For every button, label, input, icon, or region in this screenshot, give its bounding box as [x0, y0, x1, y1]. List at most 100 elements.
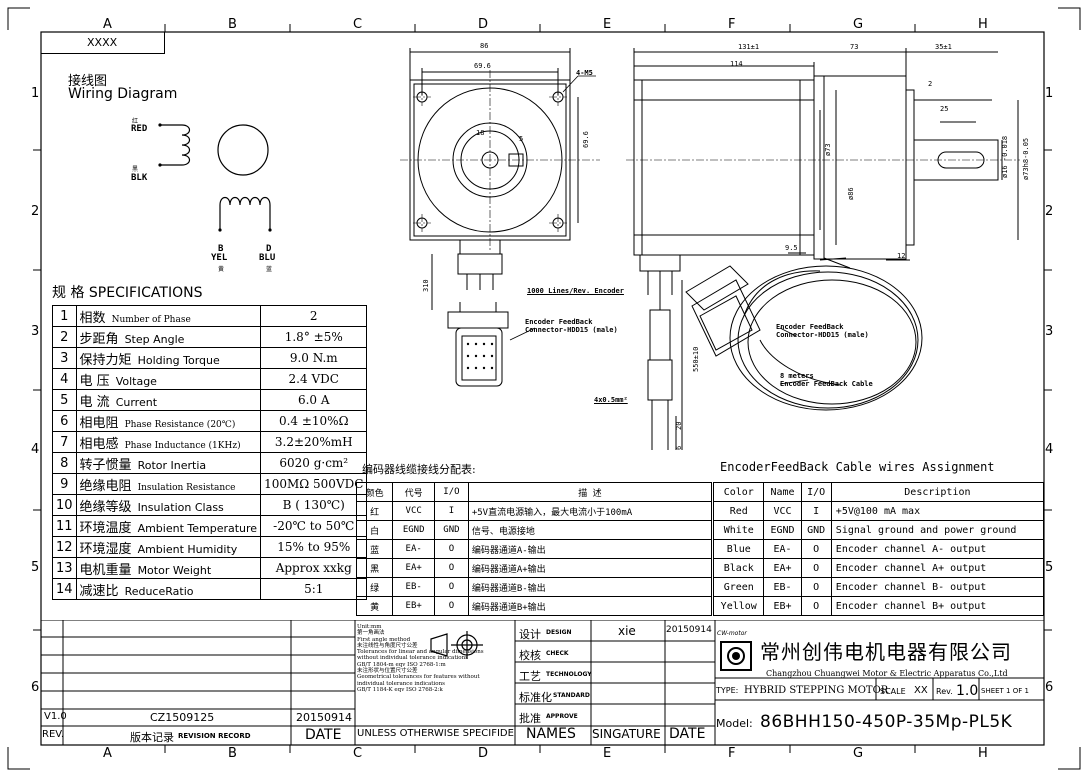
enc_en-cell: O — [800, 558, 832, 578]
footer-names: NAMES — [526, 726, 576, 742]
enc_cn-cell: VCC — [392, 501, 436, 521]
dim-25: 25 — [940, 105, 949, 113]
spec-label-cn: 相电感 — [79, 436, 119, 452]
zone-number: 1 — [31, 86, 40, 101]
zone-letter: A — [103, 746, 112, 761]
company-logo-text: CW-motor — [717, 630, 747, 637]
spec-label-cn: 步距角 — [79, 331, 119, 347]
zone-letter: F — [728, 746, 736, 761]
zone-letter: E — [603, 746, 612, 761]
enc_en-cell: Encoder channel A- output — [830, 539, 1045, 559]
enc_cn-cell: GND — [434, 520, 469, 540]
wire-blu: BLU — [259, 253, 276, 263]
spec-number: 7 — [52, 431, 77, 453]
enc_en-cell: EB- — [763, 577, 802, 597]
type-label: TYPE: — [716, 686, 739, 695]
spec-label-cn: 电 流 — [79, 394, 110, 410]
spec-label-en: Ambient Humidity — [137, 542, 238, 556]
zone-letter: F — [728, 17, 736, 32]
zone-number: 6 — [1045, 680, 1054, 695]
spec-label: 相电感 Phase Inductance (1KHz) — [75, 431, 262, 453]
note-line: GB/T 1184-K eqv ISO 2768-2:k — [357, 686, 443, 693]
dim-131: 131±1 — [738, 43, 760, 51]
spec-value: 1.8° ±5% — [260, 326, 368, 348]
enc_en-cell: Encoder channel B+ output — [830, 596, 1045, 616]
enc_cn-header-cell: 代号 — [392, 482, 436, 502]
enc_cn-cell: 红 — [355, 501, 394, 521]
enc_en-cell: EA- — [763, 539, 802, 559]
spec-label-en: ReduceRatio — [124, 584, 194, 598]
wire-blu-cn: 蓝 — [266, 266, 273, 273]
model-value: 86BHH150-450P-35Mp-PL5K — [760, 712, 1013, 732]
dim-o73h8: ø73h8-0.05 — [1022, 137, 1030, 180]
note-line: Unit:mm — [357, 624, 382, 630]
enc_en-cell: O — [800, 577, 832, 597]
enc_cn-cell: 编码器通道B+输出 — [467, 596, 713, 616]
approval-en: STANDARD — [553, 692, 590, 699]
footer-date: DATE — [669, 726, 706, 742]
rev-version: V1.0 — [44, 711, 67, 722]
enc_cn-cell: O — [434, 539, 469, 559]
enc_en-cell: Encoder channel B- output — [830, 577, 1045, 597]
spec-value: 2 — [260, 305, 368, 327]
callout-encoder-lines: 1000 Lines/Rev. Encoder — [527, 287, 624, 295]
wiring-diagram — [158, 123, 272, 232]
rev-label-company: Rev. — [936, 687, 953, 696]
zone-letter: H — [978, 746, 988, 761]
enc_cn-cell: 蓝 — [355, 539, 394, 559]
enc_en-cell: White — [712, 520, 765, 540]
spec-label-cn: 环境温度 — [79, 520, 132, 536]
enc_en-header-cell: Color — [712, 482, 765, 502]
dim-o16: ø16 -0.018 — [1001, 135, 1009, 178]
dim-o86: ø86 — [847, 187, 855, 200]
spec-value: -20℃ to 50℃ — [260, 515, 368, 537]
approval-cn: 设计 — [519, 628, 541, 641]
enc_en-cell: Encoder channel A+ output — [830, 558, 1045, 578]
spec-number: 12 — [52, 536, 77, 558]
spec-number: 9 — [52, 473, 77, 495]
wire-red: RED — [131, 124, 148, 134]
spec-label-cn: 电 压 — [79, 373, 110, 389]
spec-number: 2 — [52, 326, 77, 348]
zone-letter: E — [603, 17, 612, 32]
spec-value: 6020 g·cm² — [260, 452, 368, 474]
spec-label-en: Phase Inductance (1KHz) — [124, 440, 241, 451]
footer-signature: SINGATURE — [592, 727, 661, 741]
approval-name: xie — [618, 624, 636, 638]
spec-label-cn: 绝缘等级 — [79, 499, 132, 515]
zone-number: 4 — [1045, 442, 1054, 457]
note-line: GB/T 1804-m eqv ISO 2768-1:m — [357, 661, 446, 668]
rev-date-label: DATE — [305, 727, 342, 743]
spec-number: 1 — [52, 305, 77, 327]
dim-2: 2 — [928, 80, 933, 88]
enc_cn-cell: 信号、电源接地 — [467, 520, 713, 540]
zone-letter: H — [978, 17, 988, 32]
zone-number: 3 — [31, 324, 40, 339]
spec-label-en: Insulation Resistance — [137, 482, 236, 493]
enc_cn-cell: 编码器通道A-输出 — [467, 539, 713, 559]
model-label: Model: — [716, 717, 753, 730]
wire-b: B — [218, 244, 224, 254]
sheet-value: SHEET 1 OF 1 — [981, 687, 1029, 695]
enc_cn-cell: EGND — [392, 520, 436, 540]
spec-number: 8 — [52, 452, 77, 474]
note-line: 未注线性与角度尺寸公差 — [357, 642, 418, 649]
enc_en-cell: I — [800, 501, 832, 521]
enc_cn-cell: O — [434, 558, 469, 578]
note-line: Tolerances for linear and angular dimens… — [357, 649, 484, 656]
wire-red-cn: 红 — [132, 118, 139, 125]
spec-label-cn: 保持力矩 — [79, 352, 132, 368]
zone-number: 5 — [1045, 560, 1054, 575]
enc_en-cell: VCC — [763, 501, 802, 521]
